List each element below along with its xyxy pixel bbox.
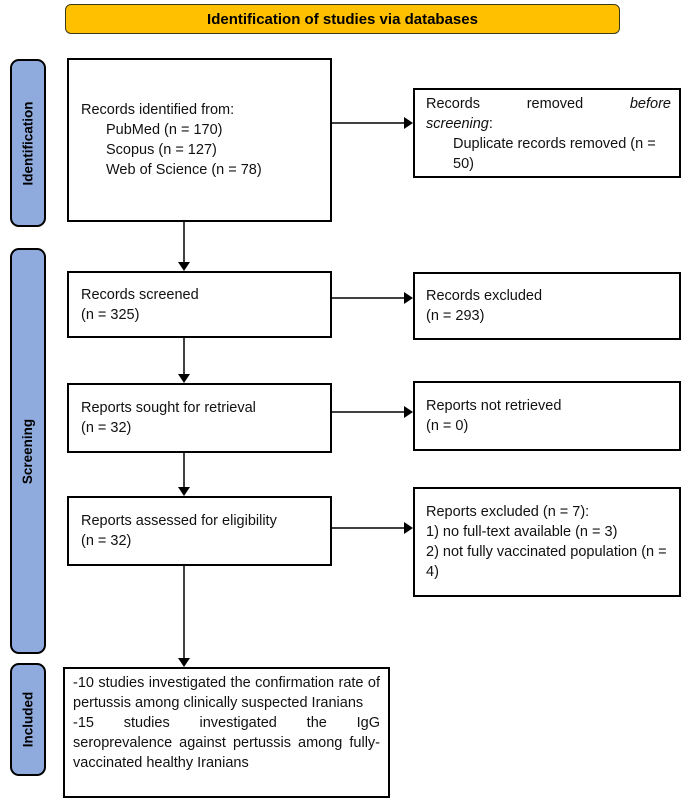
- box-records-excluded: Records excluded (n = 293): [413, 272, 681, 340]
- arrow-screened-to-excluded: [332, 292, 413, 304]
- reports-sought-count: (n = 32): [81, 420, 132, 436]
- reports-not-retrieved-line1: Reports not retrieved: [426, 398, 562, 414]
- arrow-down-icon: [178, 262, 190, 271]
- records-removed-line2-suffix: :: [488, 116, 493, 132]
- records-identified-source-wos: Web of Science (n = 78): [106, 162, 262, 178]
- records-removed-detail: Duplicate records removed (n = 50): [453, 136, 656, 172]
- arrow-down-icon: [178, 487, 190, 496]
- stage-label-included: Included: [10, 663, 46, 776]
- stage-label-screening-text: Screening: [20, 418, 36, 484]
- arrow-sought-to-not-retrieved: [332, 406, 413, 418]
- records-identified-source-scopus: Scopus (n = 127): [106, 142, 217, 158]
- box-reports-assessed: Reports assessed for eligibility (n = 32…: [67, 496, 332, 566]
- records-excluded-line1: Records excluded: [426, 288, 543, 304]
- reports-excluded-reason1: 1) no full-text available (n = 3): [426, 524, 618, 540]
- arrow-identified-to-screened: [178, 222, 190, 271]
- arrow-assessed-to-included: [178, 566, 190, 667]
- reports-excluded-title: Reports excluded (n = 7):: [426, 504, 590, 520]
- arrow-sought-to-assessed: [178, 453, 190, 496]
- reports-assessed-count: (n = 32): [81, 533, 132, 549]
- stage-label-screening: Screening: [10, 248, 46, 654]
- records-removed-word3: before: [629, 96, 671, 112]
- box-reports-excluded: Reports excluded (n = 7): 1) no full-tex…: [413, 487, 681, 597]
- arrow-right-icon: [404, 117, 413, 129]
- arrow-identified-to-removed: [332, 117, 413, 129]
- records-removed-word2: removed: [526, 96, 584, 112]
- box-records-identified: Records identified from: PubMed (n = 170…: [67, 58, 332, 222]
- records-identified-title: Records identified from:: [81, 102, 235, 118]
- arrow-screened-to-sought: [178, 338, 190, 383]
- arrow-right-icon: [404, 292, 413, 304]
- box-reports-sought: Reports sought for retrieval (n = 32): [67, 383, 332, 453]
- arrow-right-icon: [404, 522, 413, 534]
- included-summary-item2: -15 studies investigated the IgG seropre…: [73, 715, 380, 771]
- reports-not-retrieved-count: (n = 0): [426, 418, 469, 434]
- arrow-down-icon: [178, 374, 190, 383]
- records-removed-line1: Records removed before: [426, 94, 671, 114]
- arrow-right-icon: [404, 406, 413, 418]
- stage-label-identification-text: Identification: [20, 101, 36, 185]
- box-included-summary: -10 studies investigated the confirmatio…: [63, 667, 390, 798]
- records-screened-count: (n = 325): [81, 306, 140, 323]
- included-summary-item1: -10 studies investigated the confirmatio…: [73, 675, 380, 711]
- records-removed-line2-italic: screening: [426, 116, 489, 132]
- arrow-down-icon: [178, 658, 190, 667]
- arrow-assessed-to-reports-excluded: [332, 522, 413, 534]
- box-records-removed-before-screening: Records removed before screening: Duplic…: [413, 88, 681, 178]
- records-identified-source-pubmed: PubMed (n = 170): [106, 122, 223, 138]
- box-reports-not-retrieved: Reports not retrieved (n = 0): [413, 381, 681, 451]
- stage-label-included-text: Included: [20, 691, 36, 748]
- records-excluded-count: (n = 293): [426, 308, 485, 324]
- banner-identification-via-databases: Identification of studies via databases: [65, 4, 620, 34]
- reports-assessed-line1: Reports assessed for eligibility: [81, 513, 277, 529]
- reports-excluded-reason2: 2) not fully vaccinated population (n = …: [426, 544, 667, 580]
- banner-title: Identification of studies via databases: [207, 10, 478, 28]
- stage-label-identification: Identification: [10, 59, 46, 227]
- records-removed-line2: screening:: [426, 114, 671, 134]
- reports-sought-line1: Reports sought for retrieval: [81, 400, 256, 416]
- box-records-screened: Records screened (n = 325): [67, 271, 332, 338]
- records-screened-line1: Records screened: [81, 286, 199, 303]
- records-removed-word1: Records: [426, 96, 480, 112]
